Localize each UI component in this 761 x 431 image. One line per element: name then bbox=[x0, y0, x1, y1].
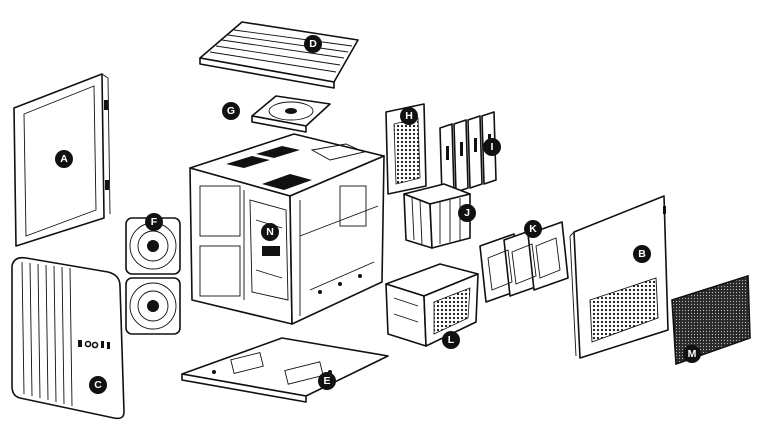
callout-k: K bbox=[524, 220, 542, 238]
callout-j: J bbox=[458, 204, 476, 222]
svg-text:J: J bbox=[464, 207, 470, 219]
front-panel-ribs bbox=[21, 261, 73, 407]
svg-text:K: K bbox=[529, 223, 537, 235]
front-io-ports bbox=[78, 340, 110, 349]
drive-bracket-mesh bbox=[385, 103, 427, 195]
callout-c: C bbox=[89, 376, 107, 394]
callout-d: D bbox=[304, 35, 322, 53]
callout-a: A bbox=[55, 150, 73, 168]
side-panel-right bbox=[569, 195, 669, 359]
svg-text:G: G bbox=[227, 105, 235, 117]
svg-text:A: A bbox=[60, 153, 68, 165]
front-panel bbox=[11, 256, 125, 420]
callout-b: B bbox=[633, 245, 651, 263]
chassis-front-bays bbox=[199, 185, 245, 300]
svg-text:B: B bbox=[638, 248, 646, 260]
top-panel bbox=[199, 21, 359, 89]
main-chassis bbox=[189, 133, 385, 325]
chassis-top-openings bbox=[226, 143, 366, 190]
svg-text:N: N bbox=[266, 226, 274, 238]
svg-text:D: D bbox=[309, 38, 317, 50]
svg-text:I: I bbox=[491, 141, 494, 153]
chassis-interior bbox=[299, 185, 379, 316]
callout-f: F bbox=[145, 213, 163, 231]
callout-e: E bbox=[318, 372, 336, 390]
callout-g: G bbox=[222, 102, 240, 120]
svg-text:F: F bbox=[151, 216, 158, 228]
svg-text:E: E bbox=[323, 375, 330, 387]
dust-filter bbox=[671, 274, 751, 366]
callout-l: L bbox=[442, 331, 460, 349]
svg-text:C: C bbox=[94, 379, 102, 391]
bottom-panel bbox=[181, 337, 389, 403]
drive-trays bbox=[479, 221, 569, 303]
svg-text:L: L bbox=[448, 334, 455, 346]
callout-n: N bbox=[261, 223, 279, 241]
svg-text:H: H bbox=[405, 110, 413, 122]
callout-h: H bbox=[400, 107, 418, 125]
callout-i: I bbox=[483, 138, 501, 156]
svg-text:M: M bbox=[688, 348, 697, 360]
callout-m: M bbox=[683, 345, 701, 363]
front-fans bbox=[125, 217, 181, 335]
top-fan bbox=[251, 95, 331, 133]
top-panel-grooves bbox=[209, 29, 353, 73]
lower-drive-cage bbox=[385, 263, 479, 347]
